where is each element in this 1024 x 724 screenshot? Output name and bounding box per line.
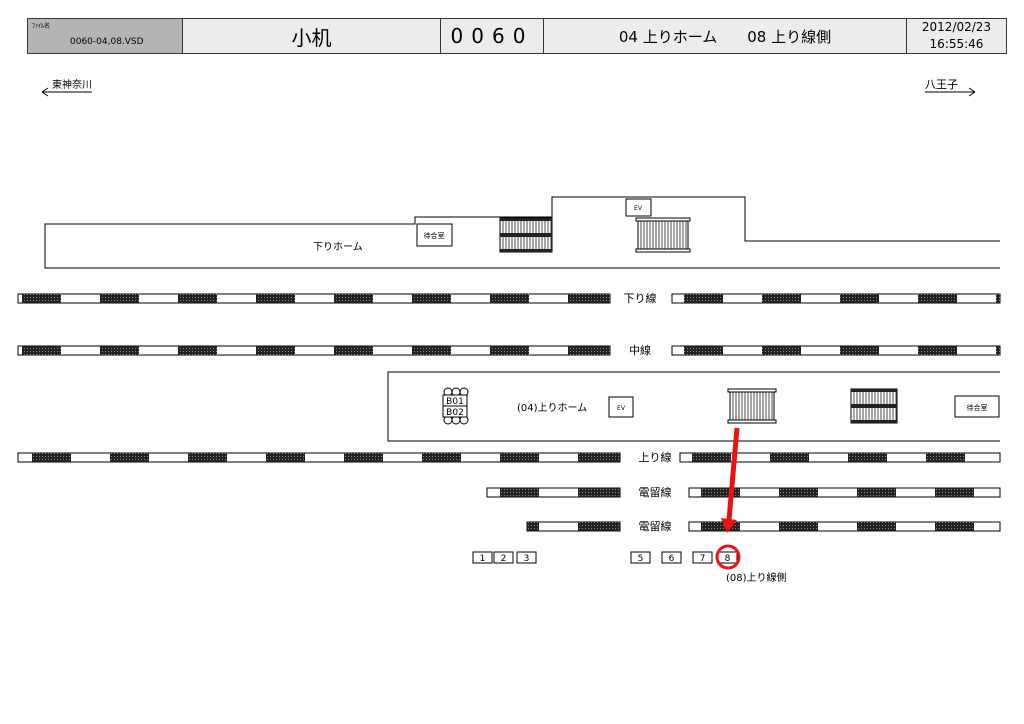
stairs-icon bbox=[635, 217, 691, 253]
svg-text:1: 1 bbox=[480, 554, 486, 564]
position-3[interactable]: 3 bbox=[516, 551, 537, 564]
track: 電留線 bbox=[526, 519, 1001, 533]
header-bar: ﾌｧｲﾙ名 0060-04,08.VSD 小机 0060 04 上りホーム 08… bbox=[27, 18, 1007, 54]
svg-text:八王子: 八王子 bbox=[925, 78, 958, 91]
waiting-room bbox=[416, 223, 453, 247]
track-label: 中線 bbox=[629, 343, 651, 357]
position-1[interactable]: 1 bbox=[472, 551, 493, 564]
timestamp: 2012/02/23 16:55:46 bbox=[907, 19, 1006, 53]
arrow-left-icon bbox=[41, 87, 92, 97]
track: 上り線 bbox=[17, 450, 1001, 464]
up-platform-label: (04)上りホーム bbox=[517, 402, 587, 414]
down-platform-label: 下りホーム bbox=[313, 241, 363, 253]
svg-text:2: 2 bbox=[501, 554, 507, 564]
track-label: 電留線 bbox=[639, 485, 672, 499]
svg-text:5: 5 bbox=[638, 554, 644, 564]
stairs-icon bbox=[727, 388, 777, 424]
svg-text:7: 7 bbox=[700, 554, 706, 564]
station-code: 0060 bbox=[441, 19, 544, 53]
svg-text:8: 8 bbox=[725, 554, 731, 564]
svg-text:B02: B02 bbox=[446, 408, 464, 418]
position-markers: 1 2 3 5 6 7 8 bbox=[472, 551, 738, 564]
position-5[interactable]: 5 bbox=[630, 551, 651, 564]
highlight-circle bbox=[715, 544, 741, 570]
track-label: 電留線 bbox=[639, 519, 672, 533]
waiting-room bbox=[954, 395, 1000, 418]
svg-text:EV: EV bbox=[634, 205, 643, 212]
elevator bbox=[608, 396, 634, 418]
track: 電留線 bbox=[486, 485, 1001, 499]
track-label: 上り線 bbox=[639, 450, 672, 464]
position-label: (08)上り線側 bbox=[726, 571, 787, 584]
svg-text:3: 3 bbox=[524, 554, 530, 564]
file-label: ﾌｧｲﾙ名 bbox=[32, 23, 51, 30]
arrow-right-icon bbox=[925, 87, 976, 97]
svg-text:B01: B01 bbox=[446, 397, 464, 407]
position-7[interactable]: 7 bbox=[692, 551, 713, 564]
up-platform bbox=[387, 371, 1000, 442]
svg-text:東神奈川: 東神奈川 bbox=[52, 78, 92, 91]
station-name: 小机 bbox=[183, 19, 441, 53]
direction-right: 八王子 bbox=[925, 78, 976, 97]
file-name-cell: ﾌｧｲﾙ名 0060-04,08.VSD bbox=[28, 19, 183, 53]
file-name: 0060-04,08.VSD bbox=[70, 37, 144, 47]
pillars: B01 B02 bbox=[442, 387, 469, 425]
track-label: 下り線 bbox=[624, 291, 657, 305]
escalator-icon bbox=[499, 217, 553, 253]
track: 中線 bbox=[17, 343, 1001, 357]
position-6[interactable]: 6 bbox=[661, 551, 682, 564]
date: 2012/02/23 bbox=[921, 20, 992, 34]
down-platform bbox=[44, 196, 1000, 269]
position-2[interactable]: 2 bbox=[493, 551, 514, 564]
direction-left: 東神奈川 bbox=[41, 78, 92, 97]
platform-title: 04 上りホーム 08 上り線側 bbox=[544, 19, 907, 53]
svg-text:EV: EV bbox=[617, 405, 626, 412]
elevator bbox=[625, 198, 652, 217]
red-arrow-icon bbox=[726, 427, 740, 521]
track: 下り線 bbox=[17, 291, 1001, 305]
time: 16:55:46 bbox=[929, 37, 984, 51]
position-8[interactable]: 8 bbox=[717, 551, 738, 564]
waiting-room-label: 待合室 bbox=[424, 231, 445, 240]
svg-text:待合室: 待合室 bbox=[967, 403, 988, 412]
escalator-icon bbox=[850, 388, 898, 424]
svg-text:6: 6 bbox=[669, 554, 675, 564]
